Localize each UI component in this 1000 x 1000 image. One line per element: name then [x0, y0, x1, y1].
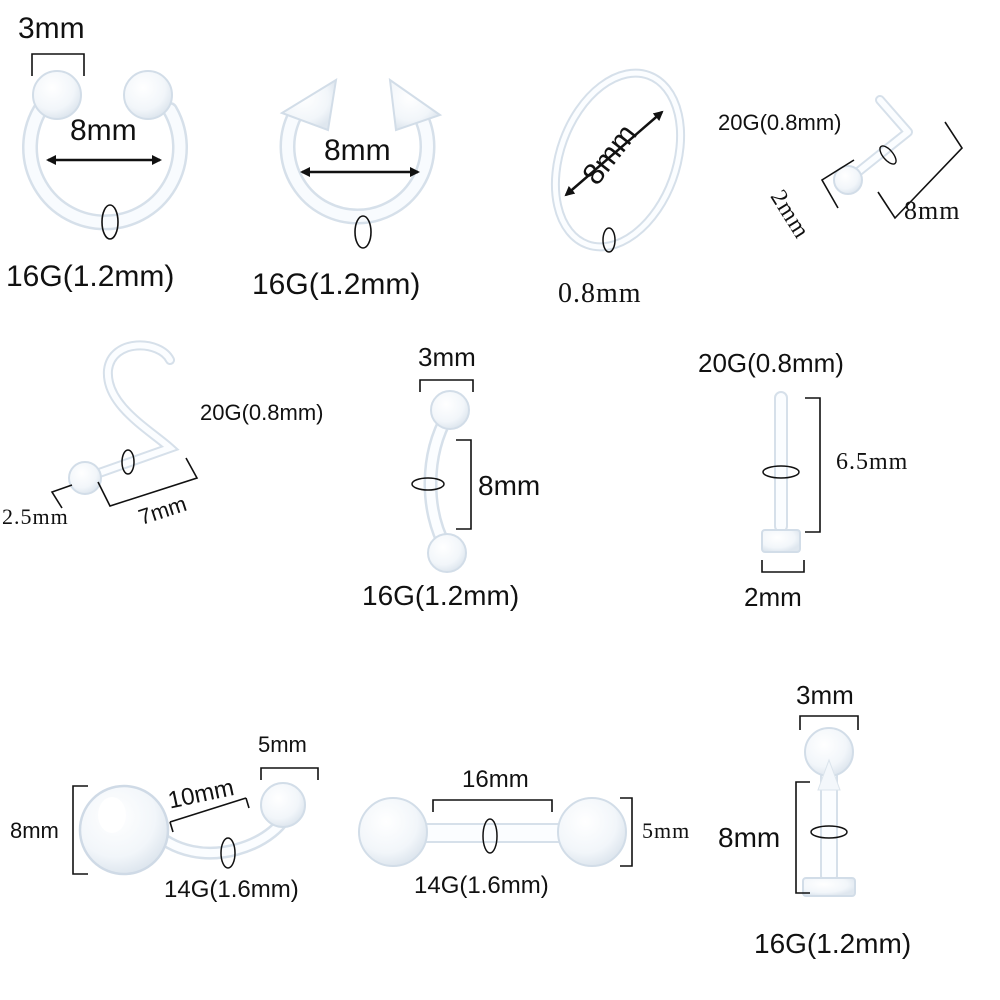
straight-barbell — [358, 797, 627, 867]
p7-gauge-label: 20G(0.8mm) — [698, 348, 844, 378]
p9-gauge-label: 14G(1.6mm) — [414, 872, 549, 899]
p7-disc-label: 2mm — [744, 582, 802, 612]
labret-flat-stud — [761, 391, 801, 553]
horseshoe-ring-balls — [22, 70, 188, 240]
p8-small-ball-label: 5mm — [258, 732, 307, 757]
p3-gauge-label: 0.8mm — [558, 278, 642, 309]
p1-ball-label: 3mm — [18, 12, 85, 45]
l-shape-nose-stud — [833, 95, 913, 195]
p10-ball-label: 3mm — [796, 680, 854, 710]
p8-length-label: 10mm — [165, 774, 237, 815]
p6-gauge-label: 16G(1.2mm) — [362, 580, 520, 611]
p5-gauge-label: 20G(0.8mm) — [200, 400, 324, 425]
p5-length-label: 7mm — [135, 490, 190, 530]
p10-length-label: 8mm — [718, 822, 781, 853]
screw-nose-stud — [68, 340, 180, 495]
p4-ball-label: 2mm — [764, 185, 815, 244]
p7-length-label: 6.5mm — [836, 449, 909, 475]
p2-diameter-label: 8mm — [324, 134, 391, 167]
p4-gauge-label: 20G(0.8mm) — [718, 110, 842, 135]
p8-big-ball-label: 8mm — [10, 818, 59, 843]
p2-gauge-label: 16G(1.2mm) — [252, 268, 421, 301]
p10-gauge-label: 16G(1.2mm) — [754, 928, 912, 959]
p9-ball-label: 5mm — [642, 818, 691, 843]
p6-length-label: 8mm — [478, 470, 541, 501]
p1-diameter-label: 8mm — [70, 114, 137, 147]
p8-gauge-label: 14G(1.6mm) — [164, 876, 299, 903]
p5-ball-label: 2.5mm — [2, 504, 69, 529]
p6-ball-label: 3mm — [418, 342, 476, 372]
p3-diameter-label: 8mm — [576, 118, 644, 192]
curved-barbell — [411, 390, 470, 573]
p9-length-label: 16mm — [462, 766, 529, 793]
p4-length-label: 8mm — [904, 196, 961, 225]
labret-ball-stud — [802, 727, 856, 897]
p1-gauge-label: 16G(1.2mm) — [6, 260, 175, 293]
